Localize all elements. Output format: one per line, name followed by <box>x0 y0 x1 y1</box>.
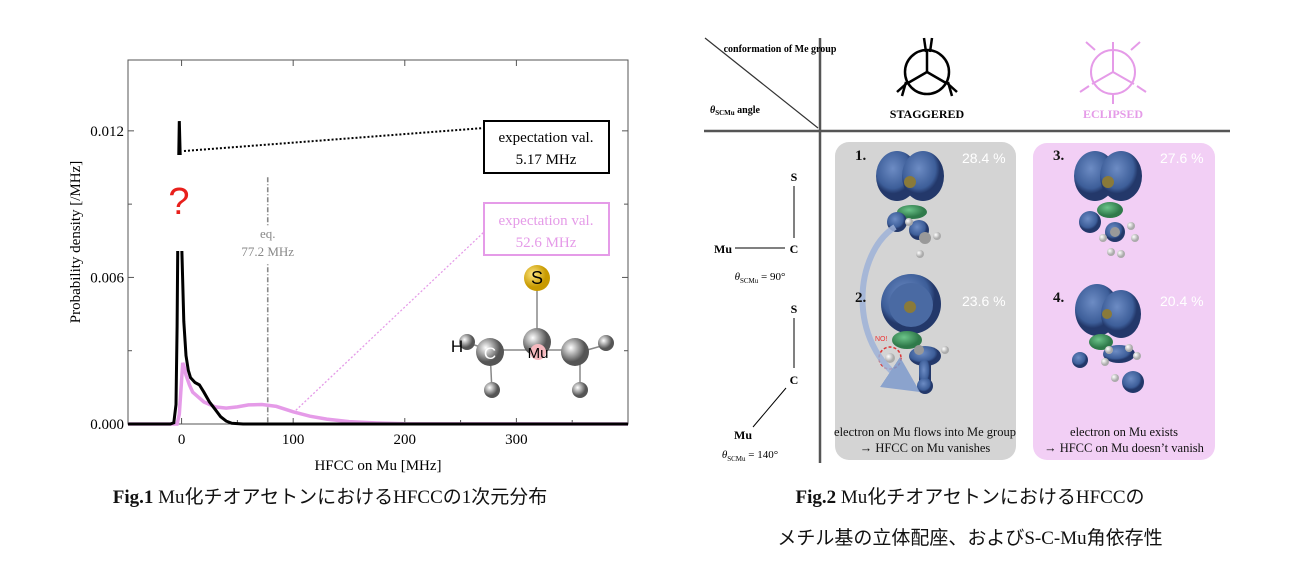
cell-3-percent: 27.6 % <box>1160 150 1204 166</box>
header-diagonal-divider <box>704 37 819 129</box>
svg-text:H: H <box>451 337 463 356</box>
expectation-box-black: expectation val. 5.17 MHz <box>483 120 610 174</box>
question-mark: ? <box>168 181 189 223</box>
orbital-1-image <box>876 151 944 258</box>
column-eclipsed: ECLIPSED <box>1083 107 1143 121</box>
staggered-description: electron on Mu flows into Me group→ HFCC… <box>834 425 1016 455</box>
row-90-structure: S C Mu θSCMu = 90° <box>714 170 798 285</box>
svg-text:52.6 MHz: 52.6 MHz <box>516 235 577 251</box>
cell-1-number: 1. <box>855 148 867 164</box>
svg-text:5.17 MHz: 5.17 MHz <box>516 152 577 168</box>
svg-text:expectation val.: expectation val. <box>499 213 594 229</box>
fig2-diagram: STAGGERED ECLIPSED conformation of Me gr… <box>704 37 1230 463</box>
black-expectation-pointer <box>183 127 485 152</box>
fig2-caption-line2: メチル基の立体配座、およびS-C-Mu角依存性 <box>777 528 1163 549</box>
svg-text:S: S <box>791 170 798 184</box>
expectation-box-pink: expectation val. 52.6 MHz <box>483 202 610 256</box>
row-140-structure: S C Mu θSCMu = 140° <box>722 302 798 463</box>
cell-4-number: 4. <box>1053 290 1065 306</box>
y-tick-label: 0.012 <box>90 124 124 140</box>
orbital-3-image <box>1074 151 1142 258</box>
pink-expectation-pointer <box>292 231 485 414</box>
column-staggered: STAGGERED <box>890 107 965 121</box>
svg-text:S: S <box>531 268 543 288</box>
svg-text:Mu: Mu <box>528 345 549 362</box>
fig1-caption: Fig.1 Mu化チオアセトンにおけるHFCCの1次元分布 <box>112 487 548 508</box>
svg-text:Mu: Mu <box>734 428 752 442</box>
header-conformation: conformation of Me group <box>724 44 837 55</box>
cell-1-percent: 28.4 % <box>962 150 1006 166</box>
newman-staggered-icon <box>896 37 958 97</box>
svg-text:θSCMu = 90°: θSCMu = 90° <box>735 271 786 285</box>
svg-text:θSCMu = 140°: θSCMu = 140° <box>722 449 778 463</box>
x-axis-label: HFCC on Mu [MHz] <box>314 458 441 474</box>
series-eclipsed-line <box>128 362 629 426</box>
thioacetone-molecule-icon: S H C Mu <box>451 265 614 398</box>
svg-text:Mu: Mu <box>714 242 732 256</box>
svg-text:expectation val.: expectation val. <box>499 130 594 146</box>
series-staggered-line <box>128 121 628 426</box>
cell-3-number: 3. <box>1053 148 1065 164</box>
cell-2-number: 2. <box>855 290 867 306</box>
svg-text:S: S <box>791 302 798 316</box>
y-tick-label: 0.000 <box>90 417 124 433</box>
fig1-chart: 0 100 200 300 0.000 0.006 0.012 eq. 77.2 MHz ?… <box>68 59 629 474</box>
fig2-caption-line1: Fig.2 Mu化チオアセトンにおけるHFCCの <box>795 487 1145 508</box>
orbital-4-image <box>1072 284 1144 393</box>
cell-4-percent: 20.4 % <box>1160 293 1204 309</box>
orbital-2-image <box>878 274 949 394</box>
x-tick-label: 300 <box>505 432 528 448</box>
x-tick-label: 200 <box>394 432 417 448</box>
x-tick-label: 100 <box>282 432 305 448</box>
svg-text:C: C <box>790 373 799 387</box>
cell-2-percent: 23.6 % <box>962 293 1006 309</box>
no-label: NO! <box>875 336 888 343</box>
header-angle: θSCMu angle <box>710 105 760 117</box>
svg-text:C: C <box>484 344 496 363</box>
newman-eclipsed-icon <box>1079 41 1147 104</box>
svg-text:C: C <box>790 242 799 256</box>
orbital-images: NO! <box>859 151 1144 394</box>
x-tick-label: 0 <box>178 432 186 448</box>
eq-label: eq. <box>260 226 276 241</box>
y-tick-label: 0.006 <box>90 270 124 286</box>
y-axis-label: Probability density [/MHz] <box>68 161 84 323</box>
electron-flow-arrow <box>859 224 920 393</box>
eclipsed-description: electron on Mu exists→ HFCC on Mu doesn’… <box>1044 425 1204 455</box>
eq-value: 77.2 MHz <box>241 244 294 259</box>
